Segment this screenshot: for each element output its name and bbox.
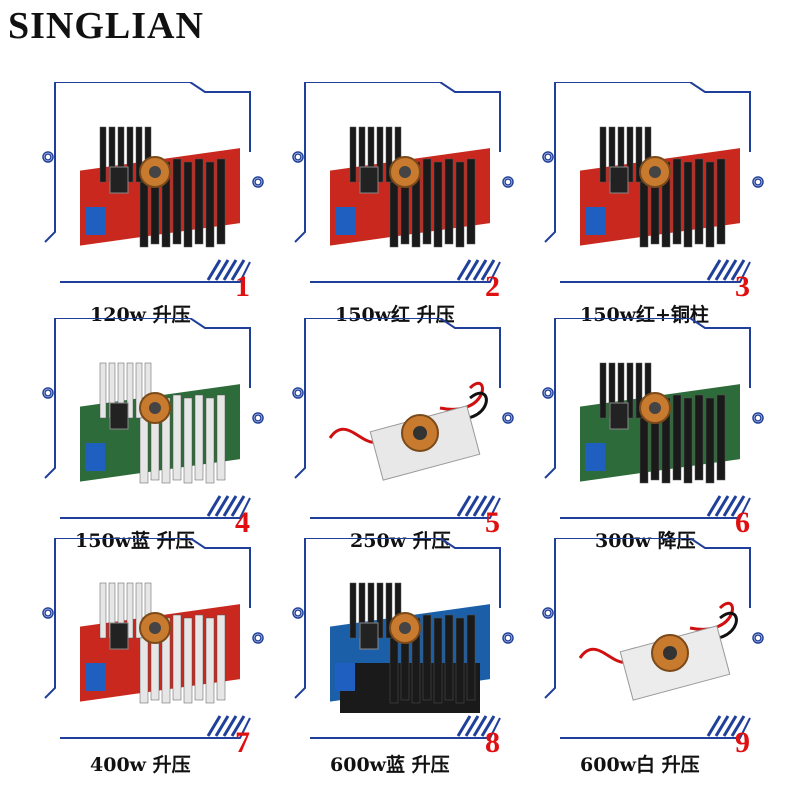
product-caption: 600w白 升压 (580, 754, 700, 776)
card-frame (292, 318, 514, 519)
card-frame (292, 82, 514, 283)
card-frame (292, 538, 514, 739)
product-caption: 600w蓝 升压 (330, 754, 450, 776)
card-frame (542, 318, 764, 519)
converter-module-image (580, 126, 740, 248)
converter-module-image (80, 582, 240, 704)
product-number: 8 (485, 726, 500, 759)
converter-module-image (80, 126, 240, 248)
product-card: 5 250w 升压 (290, 318, 540, 568)
product-number: 7 (235, 726, 250, 759)
product-card: 7 400w 升压 (40, 538, 290, 788)
product-number: 6 (735, 506, 750, 539)
product-number: 5 (485, 506, 500, 539)
product-caption: 400w 升压 (90, 754, 191, 776)
converter-module-image (328, 381, 488, 481)
product-card: 6 300w 降压 (540, 318, 790, 568)
product-caption: 150w红 升压 (335, 304, 455, 326)
product-caption: 250w 升压 (350, 530, 451, 552)
product-card: 2 150w红 升压 (290, 82, 540, 332)
converter-module-image (580, 362, 740, 484)
product-caption: 150w红+铜柱 (580, 304, 709, 326)
product-number: 1 (235, 270, 250, 303)
product-card: 3 150w红+铜柱 (540, 82, 790, 332)
product-card: 9 600w白 升压 (540, 538, 790, 788)
product-card: 1 120w 升压 (40, 82, 290, 332)
product-caption: 120w 升压 (90, 304, 191, 326)
product-card: 8 600w蓝 升压 (290, 538, 540, 788)
product-caption: 300w 降压 (595, 530, 696, 552)
product-caption: 150w蓝 升压 (75, 530, 195, 552)
converter-module-image (330, 582, 490, 713)
card-frame (542, 538, 764, 739)
brand-logo-text: SINGLIAN (8, 5, 204, 47)
product-number: 3 (735, 270, 750, 303)
product-number: 2 (485, 270, 500, 303)
product-card: 4 150w蓝 升压 (40, 318, 290, 568)
card-frame (42, 318, 264, 519)
card-frame (42, 82, 264, 283)
product-number: 4 (235, 506, 250, 539)
converter-module-image (330, 126, 490, 248)
card-frame (42, 538, 264, 739)
converter-module-image (578, 601, 738, 701)
product-number: 9 (735, 726, 750, 759)
converter-module-image (80, 362, 240, 484)
card-frame (542, 82, 764, 283)
